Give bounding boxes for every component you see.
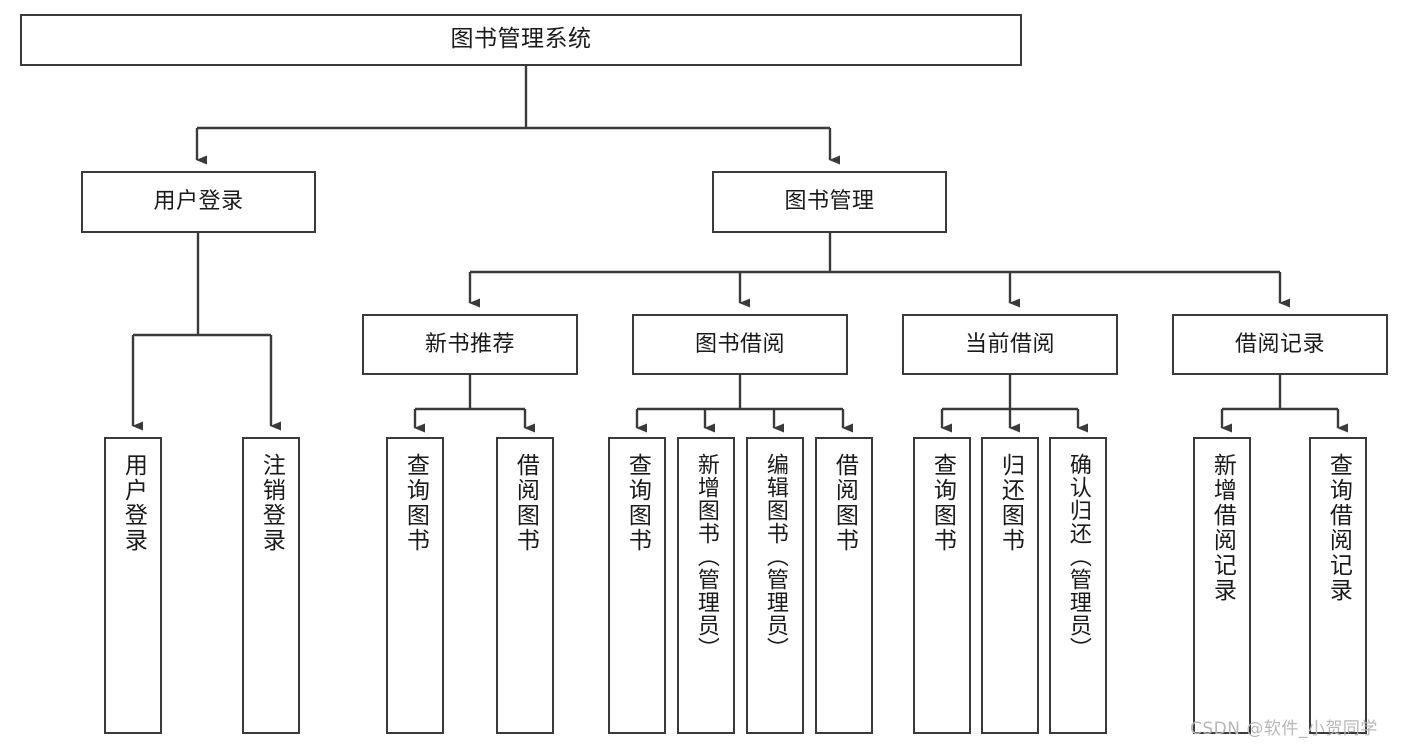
node-label: 图书管理系统 bbox=[450, 26, 592, 53]
node-label: 查询借阅记录 bbox=[1325, 453, 1352, 603]
node-label: 新增图书（管理员） bbox=[693, 453, 719, 660]
leaf-current-borrow-query-book[interactable]: 查询图书 bbox=[913, 437, 971, 734]
csdn-watermark: CSDN @软件_小贺同学 bbox=[1190, 719, 1378, 739]
leaf-book-borrow-borrow-book[interactable]: 借阅图书 bbox=[815, 437, 873, 734]
node-label: 注销登录 bbox=[258, 453, 285, 553]
node-label: 新书推荐 bbox=[424, 331, 515, 357]
node-label: 查询图书 bbox=[624, 453, 651, 553]
leaf-borrow-record-query-record[interactable]: 查询借阅记录 bbox=[1309, 437, 1367, 734]
leaf-current-borrow-return-book[interactable]: 归还图书 bbox=[981, 437, 1039, 734]
node-user-login[interactable]: 用户登录 bbox=[81, 171, 316, 233]
node-label: 归还图书 bbox=[997, 453, 1024, 553]
leaf-book-borrow-add-book-admin[interactable]: 新增图书（管理员） bbox=[677, 437, 735, 734]
node-label: 图书借阅 bbox=[694, 331, 785, 357]
node-label: 图书管理 bbox=[784, 189, 875, 215]
node-label: 当前借阅 bbox=[964, 331, 1055, 357]
node-label: 编辑图书（管理员） bbox=[762, 453, 788, 660]
leaf-new-book-borrow-book[interactable]: 借阅图书 bbox=[496, 437, 554, 734]
leaf-user-login-login[interactable]: 用户登录 bbox=[104, 437, 162, 734]
node-label: 确认归还（管理员） bbox=[1065, 453, 1091, 660]
node-label: 查询图书 bbox=[929, 453, 956, 553]
node-label: 借阅图书 bbox=[512, 453, 539, 553]
node-new-book-recommend[interactable]: 新书推荐 bbox=[362, 314, 578, 375]
node-label: 借阅记录 bbox=[1234, 331, 1325, 357]
leaf-current-borrow-confirm-return-admin[interactable]: 确认归还（管理员） bbox=[1049, 437, 1107, 734]
node-root-system[interactable]: 图书管理系统 bbox=[20, 14, 1022, 66]
node-book-management[interactable]: 图书管理 bbox=[712, 171, 947, 233]
node-borrow-record[interactable]: 借阅记录 bbox=[1172, 314, 1388, 375]
node-label: 新增借阅记录 bbox=[1209, 453, 1236, 603]
leaf-book-borrow-query-book[interactable]: 查询图书 bbox=[608, 437, 666, 734]
node-label: 用户登录 bbox=[153, 189, 244, 215]
leaf-user-login-logout[interactable]: 注销登录 bbox=[242, 437, 300, 734]
leaf-new-book-query-book[interactable]: 查询图书 bbox=[386, 437, 444, 734]
node-label: 借阅图书 bbox=[831, 453, 858, 553]
leaf-borrow-record-add-record[interactable]: 新增借阅记录 bbox=[1193, 437, 1251, 734]
node-book-borrow[interactable]: 图书借阅 bbox=[632, 314, 848, 375]
node-label: 用户登录 bbox=[120, 453, 147, 553]
node-label: 查询图书 bbox=[402, 453, 429, 553]
leaf-book-borrow-edit-book-admin[interactable]: 编辑图书（管理员） bbox=[746, 437, 804, 734]
node-current-borrow[interactable]: 当前借阅 bbox=[902, 314, 1118, 375]
